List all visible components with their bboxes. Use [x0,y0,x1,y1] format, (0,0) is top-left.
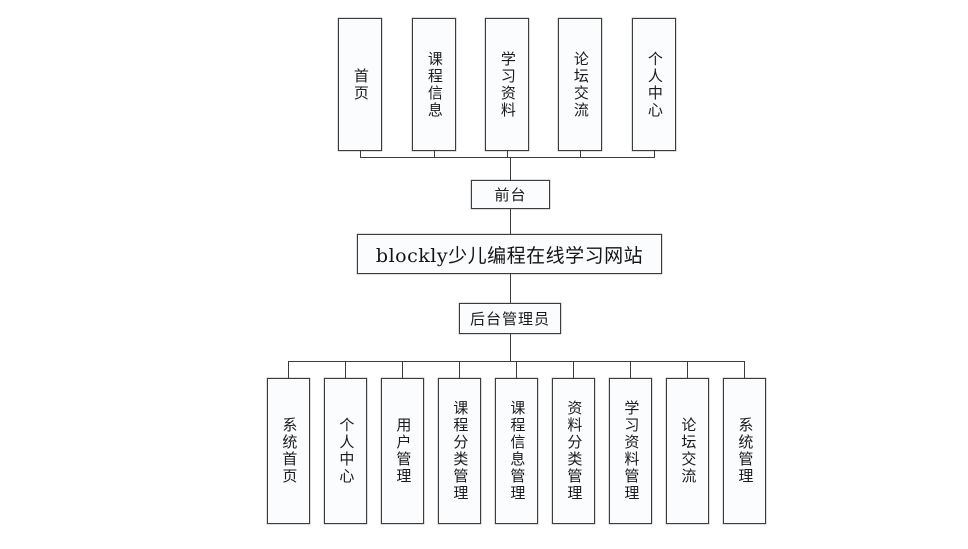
admin-node-2[interactable]: 个人中心 [324,378,367,524]
admin-node-7-label: 学习资料管理 [622,400,640,502]
frontend-node-5-label: 个人中心 [645,50,663,119]
frontend-node-4[interactable]: 论坛交流 [558,18,602,151]
frontend-node-4-label: 论坛交流 [571,50,589,119]
frontend-node-2[interactable]: 课程信息 [412,18,456,151]
admin-node-4[interactable]: 课程分类管理 [438,378,481,524]
frontend-node-2-label: 课程信息 [425,50,443,119]
connector-root-to-admin [510,274,511,303]
admin-node-9-label: 系统管理 [736,417,754,485]
frontend-node-1[interactable]: 首页 [338,18,382,151]
connector-frontend-bus [360,157,655,158]
connector-admin-stem-5 [516,361,517,378]
frontend-node-3[interactable]: 学习资料 [485,18,529,151]
frontend-node-5[interactable]: 个人中心 [632,18,676,151]
connector-frontend-stem-2 [434,151,435,158]
admin-node-9[interactable]: 系统管理 [723,378,766,524]
admin-node-3[interactable]: 用户管理 [381,378,424,524]
root-title-label: blockly少儿编程在线学习网站 [375,244,644,267]
connector-frontend-to-root [510,209,511,234]
root-title-node[interactable]: blockly少儿编程在线学习网站 [357,234,662,274]
connector-admin-stem-8 [687,361,688,378]
connector-admin-stem-6 [573,361,574,378]
connector-frontend-stem-5 [654,151,655,158]
admin-node-7[interactable]: 学习资料管理 [609,378,652,524]
connector-admin-drop [510,334,511,361]
connector-admin-stem-1 [288,361,289,378]
connector-frontend-drop [510,157,511,180]
admin-group-label: 后台管理员 [469,311,550,328]
admin-node-8[interactable]: 论坛交流 [666,378,709,524]
frontend-group-label: 前台 [494,187,527,204]
admin-node-3-label: 用户管理 [394,417,412,485]
connector-admin-stem-7 [630,361,631,378]
frontend-group-node[interactable]: 前台 [471,180,550,209]
frontend-node-3-label: 学习资料 [498,50,516,119]
admin-group-node[interactable]: 后台管理员 [459,303,561,334]
frontend-node-1-label: 首页 [351,67,369,102]
connector-frontend-stem-3 [507,151,508,158]
admin-node-2-label: 个人中心 [337,417,355,485]
admin-node-6[interactable]: 资料分类管理 [552,378,595,524]
admin-node-1-label: 系统首页 [280,417,298,485]
admin-node-8-label: 论坛交流 [679,417,697,485]
connector-admin-stem-3 [402,361,403,378]
connector-admin-stem-4 [459,361,460,378]
connector-admin-stem-9 [744,361,745,378]
connector-admin-stem-2 [345,361,346,378]
connector-frontend-stem-4 [580,151,581,158]
admin-node-5-label: 课程信息管理 [508,400,526,502]
connector-frontend-stem-1 [360,151,361,158]
admin-node-6-label: 资料分类管理 [565,400,583,502]
admin-node-1[interactable]: 系统首页 [267,378,310,524]
admin-node-4-label: 课程分类管理 [451,400,469,502]
admin-node-5[interactable]: 课程信息管理 [495,378,538,524]
